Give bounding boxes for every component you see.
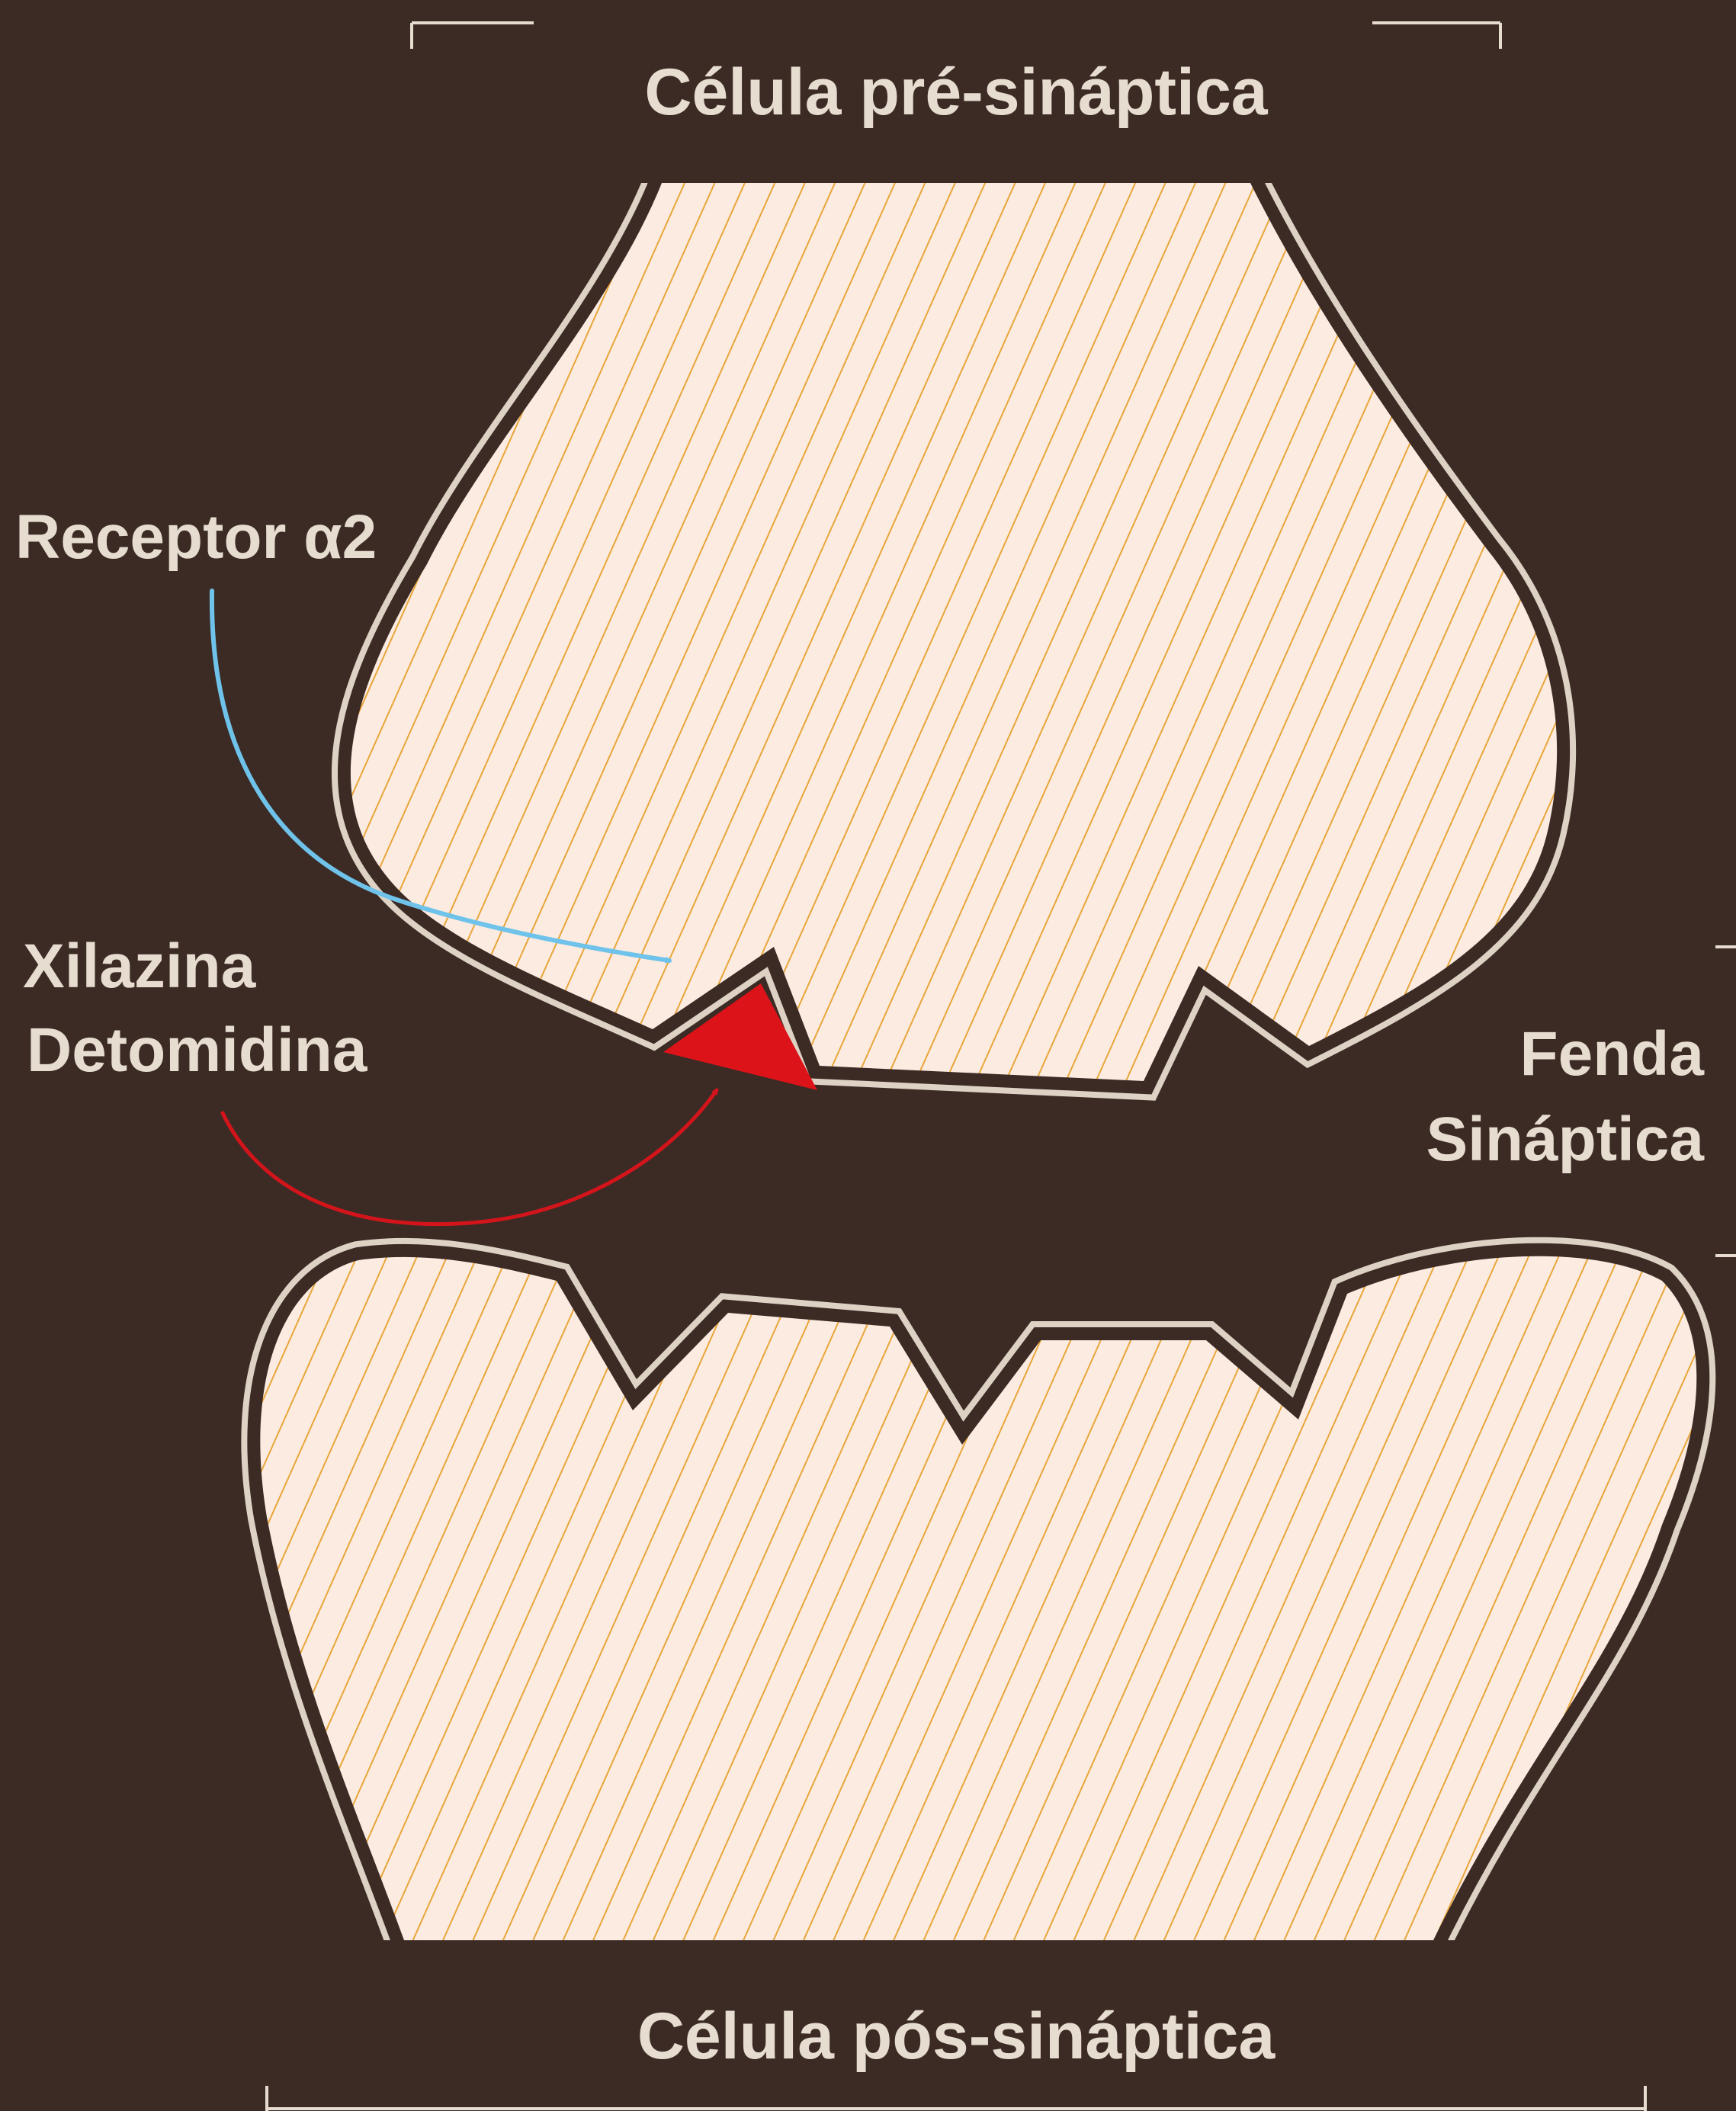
post-cell-label: Célula pós-sináptica xyxy=(637,2000,1276,2073)
cleft-bracket xyxy=(1715,947,1736,1256)
pre-cell-label: Célula pré-sináptica xyxy=(644,56,1268,129)
pre-cell-cytoplasm xyxy=(351,183,1557,1081)
drug-label-line1: Xilazina xyxy=(23,932,257,1001)
drug-label-line2: Detomidina xyxy=(27,1015,368,1085)
post-cell-bracket xyxy=(267,2086,1645,2111)
receptor-label: Receptor α2 xyxy=(15,502,377,572)
cleft-label-line1: Fenda xyxy=(1520,1019,1706,1089)
drug-arrow xyxy=(223,1090,717,1224)
cleft-label-line2: Sináptica xyxy=(1426,1105,1705,1174)
post-cell-cytoplasm xyxy=(260,1256,1696,1940)
post-synaptic-cell xyxy=(229,1256,1696,2047)
pre-synaptic-cell xyxy=(351,0,1557,1081)
